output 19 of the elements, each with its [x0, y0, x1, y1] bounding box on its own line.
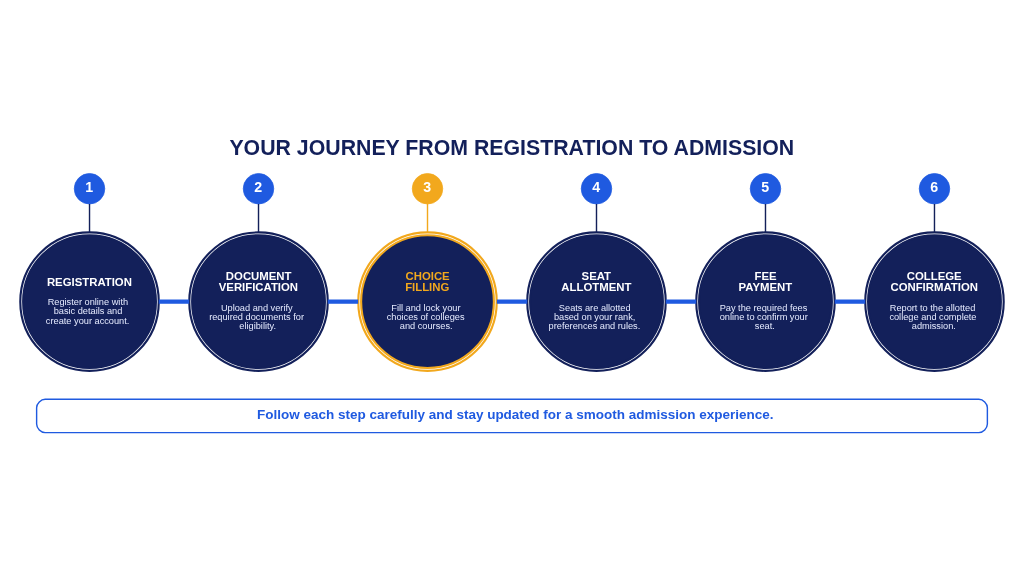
connector: [496, 299, 528, 304]
connector: [665, 299, 697, 304]
node-circle: 1: [73, 172, 106, 204]
node-box: Follow each step carefully and stay updated for a smooth admission experience.: [35, 398, 989, 433]
connector: [764, 202, 767, 233]
connector: [158, 299, 190, 304]
connector: [834, 299, 866, 304]
connector: [257, 202, 260, 233]
connector: [426, 202, 429, 233]
node-circle: 4: [580, 172, 613, 204]
connector: [88, 202, 91, 233]
node-circle: 2: [242, 172, 275, 204]
diagram-title: YOUR JOURNEY FROM REGISTRATION TO ADMISSION: [229, 135, 795, 160]
node-circle: 3: [411, 172, 444, 204]
node-circle: 6: [918, 172, 951, 204]
connector: [595, 202, 598, 233]
connector: [933, 202, 936, 233]
node-circle: 5: [749, 172, 782, 204]
connector: [327, 299, 359, 304]
